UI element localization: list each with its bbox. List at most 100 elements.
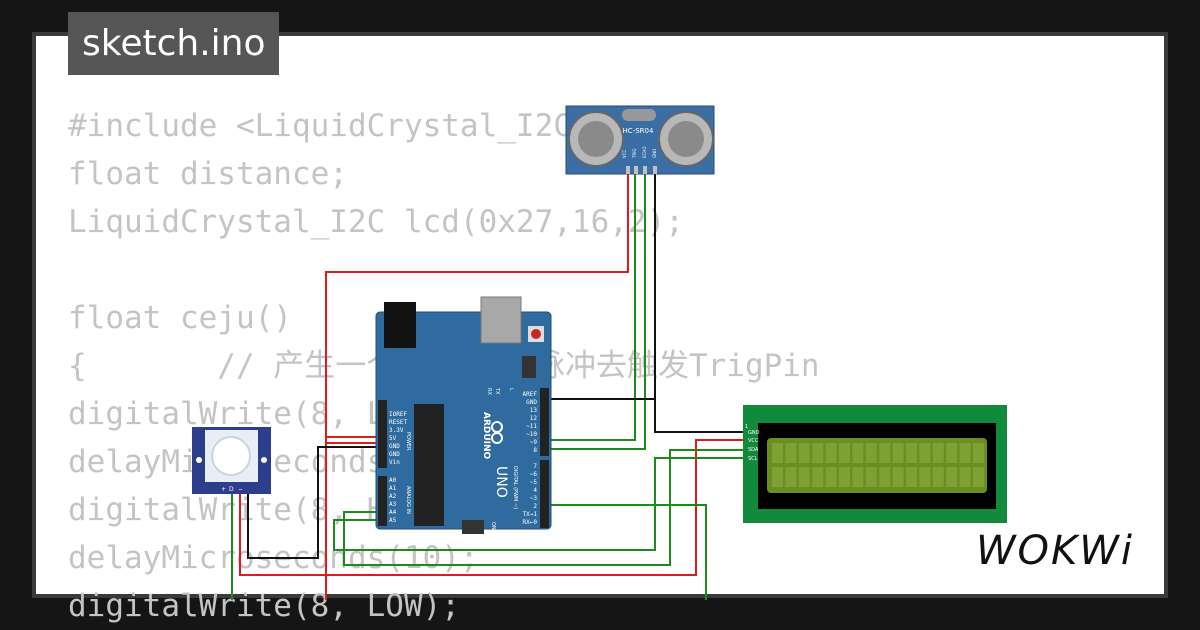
arduino-uno[interactable]: IOREF RESET 3.3V 5V GND GND Vin A0 A1 A2… bbox=[375, 296, 552, 534]
digital-pin-label: 2 bbox=[533, 503, 537, 510]
analog-pin-label: A0 bbox=[389, 477, 397, 484]
lcd-char-cell bbox=[919, 467, 931, 487]
wire-lcd-scl bbox=[333, 457, 745, 551]
card-frame-bottom bbox=[32, 594, 1168, 598]
brand-label: ARDUINO bbox=[481, 412, 491, 460]
lcd-pin-label: VCC bbox=[748, 438, 759, 444]
digital-pin-label: ~11 bbox=[526, 423, 537, 430]
lcd-char-grid bbox=[772, 443, 984, 487]
wire-lcd-sda bbox=[343, 449, 745, 566]
pir-pin-label: D bbox=[229, 486, 234, 493]
sensor-label: HC-SR04 bbox=[623, 127, 654, 135]
header-digital-bottom bbox=[540, 460, 549, 528]
usb-port bbox=[480, 296, 522, 344]
power-pin-label: IOREF bbox=[389, 411, 407, 418]
ultrasonic-sensor[interactable]: HC-SR04 VCC TRIG ECHO GND bbox=[565, 105, 715, 175]
lcd-char-cell bbox=[839, 443, 850, 463]
lcd-pin-label: GND bbox=[748, 430, 760, 436]
digital-pin-label: ~10 bbox=[526, 431, 537, 438]
lcd-char-cell bbox=[932, 443, 944, 463]
digital-pin-label: 12 bbox=[530, 415, 538, 422]
wires bbox=[231, 170, 745, 600]
led-label: L bbox=[508, 388, 514, 391]
digital-pin-label: ~6 bbox=[530, 471, 538, 478]
sensor-pin-label: ECHO bbox=[642, 147, 647, 158]
lcd-char-cell bbox=[892, 443, 904, 463]
lcd-char-cell bbox=[839, 467, 850, 487]
analog-pin-label: A2 bbox=[389, 493, 397, 500]
lcd-char-cell bbox=[825, 467, 837, 487]
lcd-char-cell bbox=[919, 443, 931, 463]
analog-header-label: ANALOG IN bbox=[405, 486, 411, 514]
digital-pin-label: 13 bbox=[530, 407, 538, 414]
sensor-pin-label: VCC bbox=[622, 149, 627, 158]
model-label: UNO bbox=[493, 466, 509, 498]
chip-atmega bbox=[414, 404, 444, 526]
wokwi-logo: WOKWi bbox=[976, 528, 1134, 574]
lcd-char-cell bbox=[852, 467, 864, 487]
lcd-char-cell bbox=[906, 443, 917, 463]
analog-pin-label: A4 bbox=[389, 509, 397, 516]
digital-pin-label: AREF bbox=[523, 391, 538, 398]
wire-pir-gnd bbox=[247, 446, 387, 559]
pir-pin-label: − bbox=[238, 486, 243, 493]
lcd-char-cell bbox=[798, 443, 810, 463]
pir-dome bbox=[211, 436, 251, 476]
power-pin-label: Vin bbox=[389, 459, 400, 466]
sensor-pin-label: TRIG bbox=[632, 148, 637, 159]
digital-pin-label: 7 bbox=[533, 463, 537, 470]
lcd-char-cell bbox=[959, 467, 971, 487]
pir-pin-label: + bbox=[221, 486, 226, 493]
sketch-title: sketch.ino bbox=[68, 12, 280, 75]
lcd-char-cell bbox=[946, 467, 958, 487]
led-label: TX bbox=[494, 387, 500, 395]
power-pin-label: RESET bbox=[389, 419, 407, 426]
lcd-pin-number: 1 bbox=[745, 424, 748, 430]
lcd-char-cell bbox=[892, 467, 904, 487]
digital-pin-label: 8 bbox=[533, 447, 537, 454]
lcd-char-cell bbox=[959, 443, 971, 463]
lcd-char-cell bbox=[812, 443, 824, 463]
wire-lcd-vcc bbox=[239, 439, 745, 576]
lcd-char-cell bbox=[798, 467, 810, 487]
digital-pin-label: 4 bbox=[533, 487, 537, 494]
logo-infinity-icon bbox=[491, 421, 503, 444]
power-header-label: POWER bbox=[405, 432, 411, 451]
wire-sensor-trig-d9 bbox=[546, 170, 636, 441]
power-pin-label: GND bbox=[389, 451, 400, 458]
analog-pin-label: A1 bbox=[389, 485, 397, 492]
lcd-char-cell bbox=[879, 443, 891, 463]
code-line: float distance; bbox=[68, 156, 348, 192]
lcd-char-cell bbox=[973, 443, 984, 463]
lcd-char-cell bbox=[772, 467, 783, 487]
sensor-pin-label: GND bbox=[652, 149, 657, 158]
power-pin-label: 5V bbox=[389, 435, 397, 442]
lcd-char-cell bbox=[946, 443, 958, 463]
analog-pin-label: A5 bbox=[389, 517, 397, 524]
lcd-char-cell bbox=[865, 443, 877, 463]
power-pin-label: 3.3V bbox=[389, 427, 404, 434]
lcd-char-cell bbox=[906, 467, 917, 487]
digital-pin-label: ~5 bbox=[530, 479, 538, 486]
code-line: #include <LiquidCrystal_I2C.h> bbox=[68, 108, 628, 144]
dc-jack bbox=[384, 302, 416, 348]
header-power bbox=[378, 400, 387, 468]
lcd-pin-label: SDA bbox=[748, 447, 759, 453]
lcd-char-cell bbox=[825, 443, 837, 463]
wire-sensor-echo-d8 bbox=[546, 170, 646, 450]
pir-sensor[interactable]: + D − bbox=[192, 427, 271, 494]
header-digital-top bbox=[540, 388, 549, 456]
code-line: LiquidCrystal_I2C lcd(0x27,16,2); bbox=[68, 204, 684, 240]
power-pin-label: GND bbox=[389, 443, 400, 450]
digital-pin-label: GND bbox=[526, 399, 537, 406]
card-frame-right bbox=[1164, 32, 1168, 598]
lcd-char-cell bbox=[785, 467, 797, 487]
lcd-display[interactable]: 1 GND VCC SDA SCL bbox=[743, 405, 1007, 523]
wire-sensor-gnd bbox=[654, 170, 745, 433]
on-label: ON bbox=[490, 522, 496, 530]
digital-pin-label: ~9 bbox=[530, 439, 538, 446]
card-frame-top bbox=[32, 32, 1168, 36]
icsp-header-bottom bbox=[462, 520, 484, 534]
lcd-char-cell bbox=[772, 443, 783, 463]
